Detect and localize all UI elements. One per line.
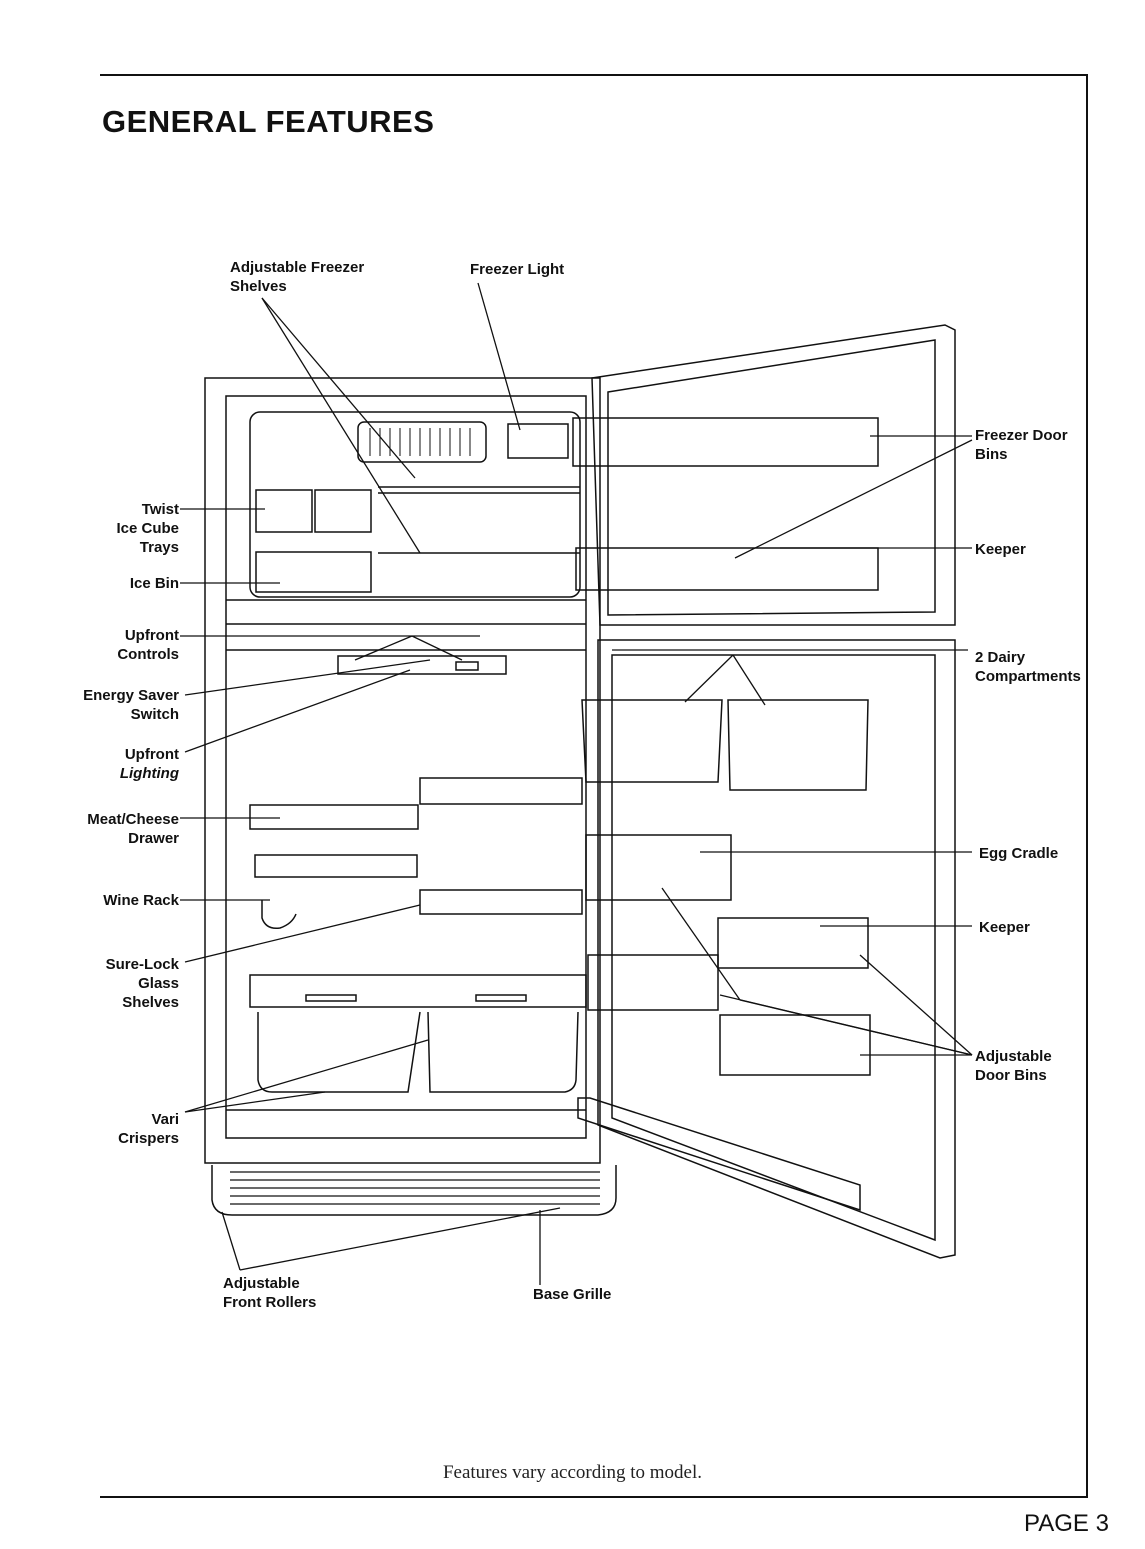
label-adjustable-freezer-shelves: Adjustable Freezer Shelves xyxy=(230,259,365,295)
keeper-bin xyxy=(717,917,869,969)
crisper-left xyxy=(257,1011,421,1093)
leader-dairy-c xyxy=(732,654,766,706)
door-bin-bottom xyxy=(577,1097,861,1212)
page-title: GENERAL FEATURES xyxy=(102,104,435,139)
leader-vari-crispers-a xyxy=(184,1039,429,1113)
label-ice-bin: Ice Bin xyxy=(129,575,179,592)
label-dairy-compartments: 2 Dairy Compartments xyxy=(975,649,1081,685)
ice-cube-tray-left xyxy=(255,489,313,533)
dairy-compartment-left xyxy=(581,699,723,783)
label-upfront-controls: Upfront Controls xyxy=(117,627,179,663)
leader-door-bins-a xyxy=(859,954,973,1056)
controls-panel xyxy=(337,655,507,675)
base-grille xyxy=(211,1165,617,1216)
glass-shelf-lower xyxy=(249,974,587,1008)
label-vari-crispers: Vari Crispers xyxy=(118,1111,179,1147)
freezer-light-fixture xyxy=(507,423,569,459)
label-sure-lock-glass-shelves: Sure-Lock Glass Shelves xyxy=(105,956,179,1011)
label-adjustable-front-rollers: Adjustable Front Rollers xyxy=(223,1275,317,1311)
leader-vari-crispers-b xyxy=(184,1091,326,1113)
bottom-rule xyxy=(100,1496,1088,1498)
top-rule xyxy=(100,74,1088,76)
leader-upfront-controls-b xyxy=(354,635,413,661)
label-adjustable-door-bins: Adjustable Door Bins xyxy=(975,1048,1052,1084)
freezer-door-keeper xyxy=(575,547,879,591)
cabinet-inner-outline xyxy=(225,395,587,1139)
meat-cheese-drawer-outline xyxy=(249,804,419,830)
leader-upfront-controls-c xyxy=(411,635,463,661)
freezer-vent xyxy=(357,421,487,463)
glass-shelf-right xyxy=(419,777,583,805)
ice-cube-tray-right xyxy=(314,489,372,533)
label-energy-saver-switch: Energy Saver Switch xyxy=(83,687,179,723)
cabinet-outline xyxy=(204,377,601,1164)
door-bin-middle xyxy=(587,954,719,1011)
leader-upfront-lighting xyxy=(184,669,411,753)
label-meat-cheese-drawer: Meat/Cheese Drawer xyxy=(87,811,179,847)
egg-cradle-bin xyxy=(585,834,732,901)
leader-sure-lock xyxy=(184,904,421,963)
wine-rack-hook xyxy=(261,900,297,930)
crisper-right xyxy=(427,1011,579,1093)
freezer-compartment xyxy=(249,411,581,598)
fresh-food-door xyxy=(597,639,956,1259)
dairy-compartment-right xyxy=(727,699,869,791)
label-wine-rack: Wine Rack xyxy=(103,892,179,909)
freezer-door xyxy=(591,324,956,626)
label-freezer-door-bins: Freezer Door Bins xyxy=(975,427,1068,463)
leader-door-bins-d xyxy=(739,999,973,1056)
freezer-door-bin-upper xyxy=(572,417,879,467)
label-egg-cradle: Egg Cradle xyxy=(979,845,1059,862)
leader-front-rollers-a xyxy=(221,1211,241,1271)
label-keeper-bottom: Keeper xyxy=(979,919,1030,936)
leader-front-rollers-b xyxy=(239,1207,561,1271)
leader-door-bins-e xyxy=(661,887,741,1001)
ice-bin-outline xyxy=(255,551,372,593)
leader-freezer-shelves-b xyxy=(261,297,421,554)
leader-dairy-b xyxy=(684,654,734,703)
right-rule xyxy=(1086,74,1088,1498)
leader-freezer-shelves-a xyxy=(261,297,416,479)
door-bin-lower xyxy=(719,1014,871,1076)
leader-energy-saver xyxy=(184,659,431,696)
label-base-grille: Base Grille xyxy=(533,1286,612,1303)
label-upfront-lighting: Upfront Lighting xyxy=(119,746,179,782)
label-keeper-top: Keeper xyxy=(975,541,1026,558)
page-number: PAGE 3 xyxy=(1024,1510,1109,1537)
footer-note: Features vary according to model. xyxy=(442,1462,703,1483)
label-twist-ice-cube-trays: Twist Ice Cube Trays xyxy=(116,501,179,556)
leader-freezer-light xyxy=(477,282,521,431)
label-freezer-light: Freezer Light xyxy=(470,261,565,278)
leader-keeper-top-a xyxy=(734,439,973,559)
